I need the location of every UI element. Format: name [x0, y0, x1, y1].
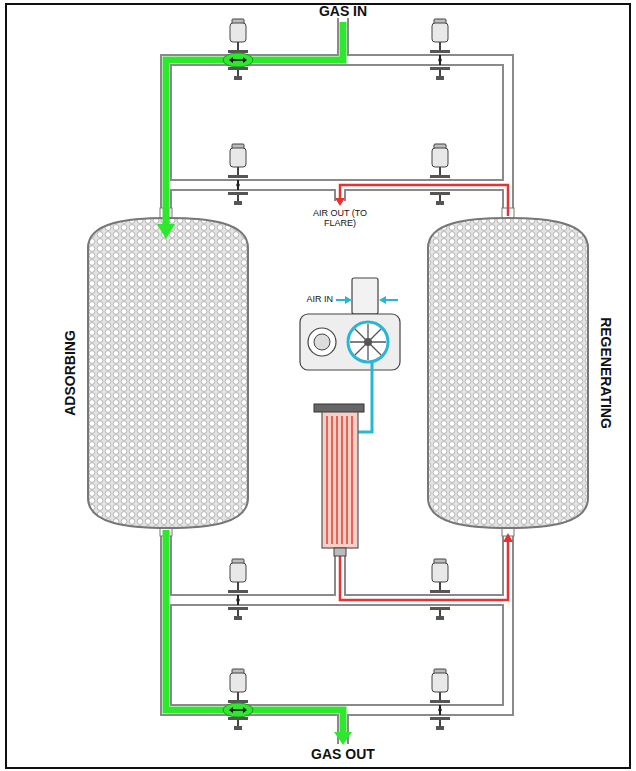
- open-valve: [223, 53, 253, 67]
- valve: [430, 669, 450, 730]
- blower-fan: [348, 322, 388, 362]
- valve: [228, 559, 248, 620]
- inlet-label: GAS IN: [319, 3, 367, 19]
- gas-flow: [166, 22, 343, 226]
- adsorber-vessel: [88, 218, 248, 528]
- regen-air-flow: [340, 541, 508, 600]
- closed-valve: [438, 705, 442, 715]
- heater-elements: [327, 416, 352, 544]
- valve: [430, 144, 450, 205]
- valve: [228, 19, 248, 80]
- air-in-arrow: [386, 299, 398, 301]
- vessel-state-label: REGENERATING: [598, 317, 614, 429]
- gas-flow-arrowhead: [157, 224, 175, 239]
- valve: [430, 19, 450, 80]
- regen-arrowhead: [335, 198, 345, 206]
- heater-flange: [314, 404, 364, 412]
- valve: [228, 669, 248, 730]
- open-valve: [223, 703, 253, 717]
- closed-valve: [236, 595, 240, 605]
- air-in-arrowhead: [345, 296, 352, 304]
- regenerator-vessel: [428, 218, 588, 528]
- vessel-node: ADSORBING: [88, 218, 248, 528]
- gas-flow: [166, 530, 343, 734]
- blower-motor: [308, 328, 336, 356]
- air-in-arrowhead: [379, 296, 386, 304]
- outlet-label: GAS OUT: [311, 746, 375, 762]
- blower-motor: [314, 334, 330, 350]
- blower-inlet: [352, 278, 378, 314]
- fan-hub: [364, 338, 372, 346]
- valve: [430, 559, 450, 620]
- blower-duct: [358, 362, 372, 432]
- air-in-arrow: [336, 299, 346, 301]
- fan-blades: [350, 324, 386, 360]
- heater-outlet: [334, 548, 346, 556]
- frame: [6, 4, 630, 768]
- heater-body: [322, 412, 358, 548]
- closed-valve: [438, 55, 442, 65]
- regen-arrowhead: [503, 533, 513, 542]
- blower-housing: [300, 314, 400, 370]
- vessel-state-label: ADSORBING: [62, 330, 78, 416]
- air-in-label: AIR IN: [306, 294, 333, 304]
- vessel-node: REGENERATING: [428, 218, 588, 528]
- closed-valve: [236, 180, 240, 190]
- gas-flow-arrowhead: [334, 732, 352, 745]
- valve: [228, 144, 248, 205]
- flare-label: AIR OUT (TO FLARE): [312, 208, 368, 229]
